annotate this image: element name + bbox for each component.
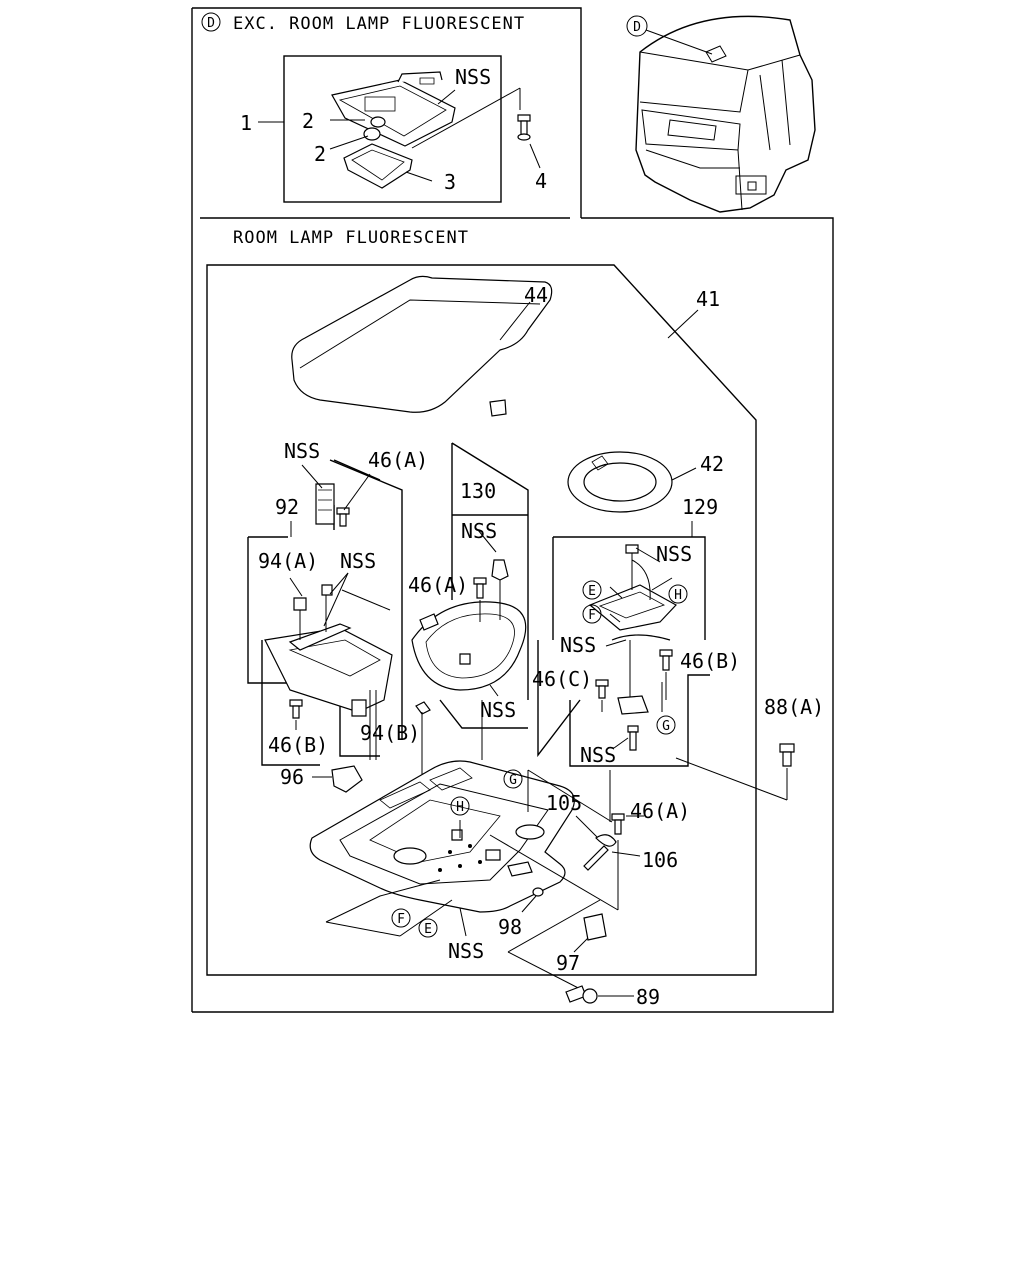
part-41-label: 41 <box>696 287 720 311</box>
assembly-41-frame <box>206 264 757 976</box>
part-98-label: 98 <box>498 915 522 939</box>
part-46b-label-left: 46(B) <box>268 733 328 757</box>
part-1-label: 1 <box>240 111 252 135</box>
part-92-label: 92 <box>275 495 299 519</box>
part-88a-label: 88(A) <box>764 695 824 719</box>
inset-heading: EXC. ROOM LAMP FLUORESCENT <box>233 14 525 34</box>
part-129-label: 129 <box>682 495 718 519</box>
part-46a-label-130: 46(A) <box>408 573 468 597</box>
cover-44 <box>291 275 553 417</box>
marker-d-label: D <box>207 16 215 31</box>
nss-label-inset: NSS <box>455 65 491 89</box>
lamp-unit-assembly <box>331 71 456 147</box>
part-97-label: 97 <box>556 951 580 975</box>
nss-label-94a: NSS <box>340 549 376 573</box>
nss-label-129-top: NSS <box>656 542 692 566</box>
marker-h-129: H <box>668 584 688 604</box>
subassembly-129 <box>537 521 710 767</box>
inset-exc-room-lamp: D EXC. ROOM LAMP FLUORESCENT <box>191 7 582 1012</box>
main-room-lamp-section: ROOM LAMP FLUORESCENT 44 41 <box>206 228 824 1009</box>
nss-label-130-top: NSS <box>461 519 497 543</box>
part-105-label: 105 <box>546 791 582 815</box>
part-3-label: 3 <box>444 170 456 194</box>
svg-text:H: H <box>456 800 464 815</box>
part-4-label: 4 <box>535 169 547 193</box>
inset-parts-frame <box>283 55 502 203</box>
ring-42 <box>567 451 673 513</box>
part-96-label: 96 <box>280 765 304 789</box>
part-106-label: 106 <box>642 848 678 872</box>
part-46a-label-92: 46(A) <box>368 448 428 472</box>
marker-g-129: G <box>656 715 676 735</box>
subassembly-130 <box>411 442 529 760</box>
screw-89 <box>565 985 598 1004</box>
svg-text:E: E <box>424 922 432 937</box>
screw-4 <box>517 114 531 141</box>
part-42-label: 42 <box>700 452 724 476</box>
main-heading: ROOM LAMP FLUORESCENT <box>233 228 469 248</box>
part-130-label: 130 <box>460 479 496 503</box>
part-2-label-upper: 2 <box>302 109 314 133</box>
vehicle-cab-sketch: D <box>192 15 834 1013</box>
marker-g-base: G <box>503 769 523 789</box>
nss-label-92-top: NSS <box>284 439 320 463</box>
nss-label-129-mid: NSS <box>560 633 596 657</box>
marker-e-129: E <box>582 580 602 600</box>
part-94b-label: 94(B) <box>360 721 420 745</box>
part-44-label: 44 <box>524 283 548 307</box>
marker-f-base: F <box>391 908 411 928</box>
part-46b-label-right: 46(B) <box>680 649 740 673</box>
marker-h-base: H <box>450 796 470 816</box>
part-46a-label-right: 46(A) <box>630 799 690 823</box>
part-89-label: 89 <box>636 985 660 1009</box>
svg-text:E: E <box>588 584 596 599</box>
callout-d-marker: D <box>201 12 221 32</box>
svg-text:H: H <box>674 588 682 603</box>
subassembly-92 <box>247 459 403 766</box>
part-46c-label: 46(C) <box>532 667 592 691</box>
base-housing <box>309 760 575 913</box>
clip-88a <box>779 743 795 767</box>
part-94a-label: 94(A) <box>258 549 318 573</box>
marker-f-129: F <box>582 604 602 624</box>
marker-e-base: E <box>418 918 438 938</box>
svg-text:F: F <box>397 912 405 927</box>
nss-label-129-bottom: NSS <box>580 743 616 767</box>
vehicle-marker-d: D <box>633 20 641 35</box>
nss-label-130-bottom: NSS <box>480 698 516 722</box>
part-2-label-lower: 2 <box>314 142 326 166</box>
svg-text:G: G <box>509 773 517 788</box>
svg-text:G: G <box>662 719 670 734</box>
lens-cover <box>343 143 413 189</box>
svg-text:F: F <box>588 608 596 623</box>
nss-label-base: NSS <box>448 939 484 963</box>
